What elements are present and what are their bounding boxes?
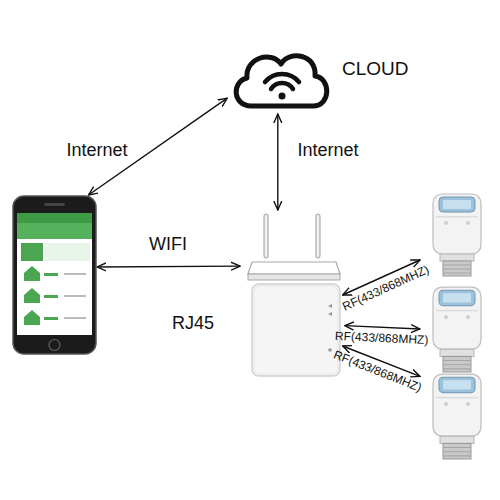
edge-label: WIFI: [149, 234, 187, 255]
edge-label: Internet: [67, 140, 128, 161]
radiator-valve-shape: [420, 372, 492, 460]
radiator-valve: [420, 192, 492, 277]
radiator-valve: [420, 285, 492, 373]
radiator-valve-shape: [420, 192, 492, 277]
connector-arrow: [345, 326, 420, 329]
radiator-valve-shape: [420, 285, 492, 373]
edge-label: RF(433/868MHZ): [331, 348, 423, 395]
smartphone-node-shape: [12, 195, 97, 355]
smartphone-node: [12, 195, 97, 355]
cloud-node-shape: [225, 42, 335, 114]
edge-label: RF(433/868MHZ): [341, 262, 432, 313]
connector-arrow: [277, 114, 278, 210]
radiator-valve: [420, 372, 492, 460]
node-label: CLOUD: [342, 58, 409, 80]
edge-label: Internet: [298, 140, 359, 161]
cloud-node: CLOUD: [225, 42, 335, 114]
node-label: RJ45: [172, 313, 214, 334]
edge-label: RF(433/868MHZ): [335, 329, 429, 347]
connector-arrow: [97, 265, 240, 267]
gateway-node-shape: [240, 210, 348, 380]
gateway-node: RJ45: [240, 210, 348, 380]
